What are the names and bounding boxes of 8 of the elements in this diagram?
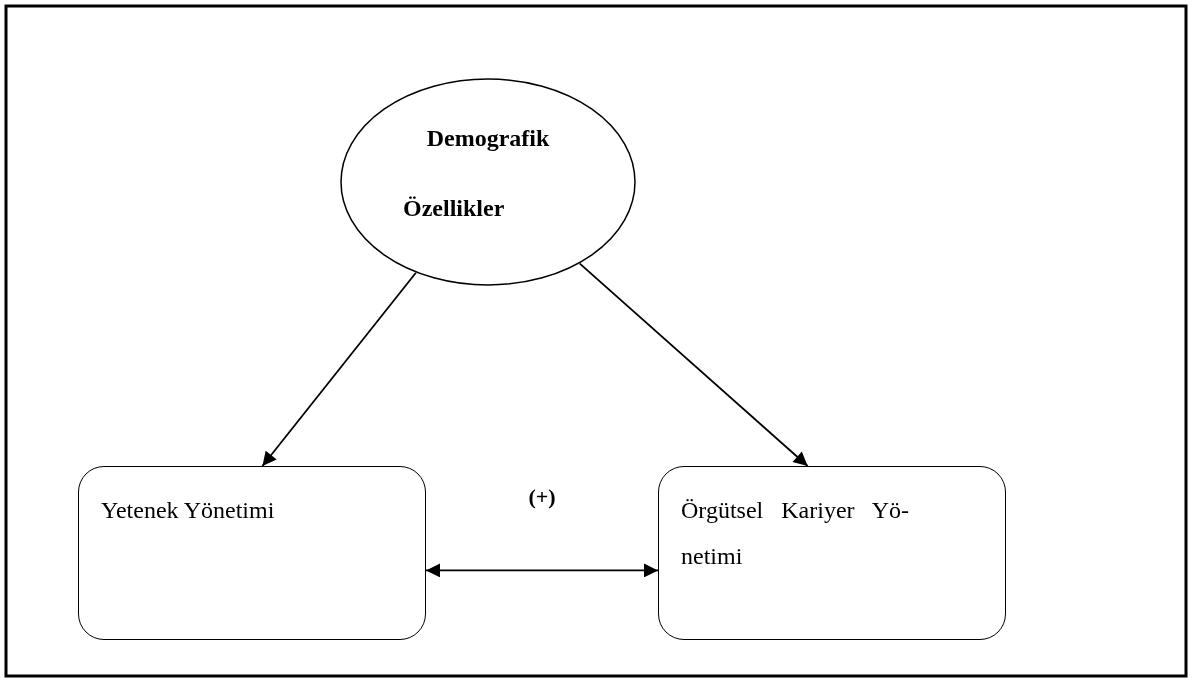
arrow	[425, 563, 659, 578]
rounded-box	[78, 466, 426, 640]
ellipse-label: Demografik Özellikler	[403, 124, 551, 223]
arrow	[578, 262, 809, 467]
rounded-box	[658, 466, 1006, 640]
box-label: Yetenek Yönetimi	[101, 496, 276, 525]
box-label: Örgütsel Kariyer Yö- netimi	[681, 496, 909, 571]
arrow	[261, 271, 417, 467]
